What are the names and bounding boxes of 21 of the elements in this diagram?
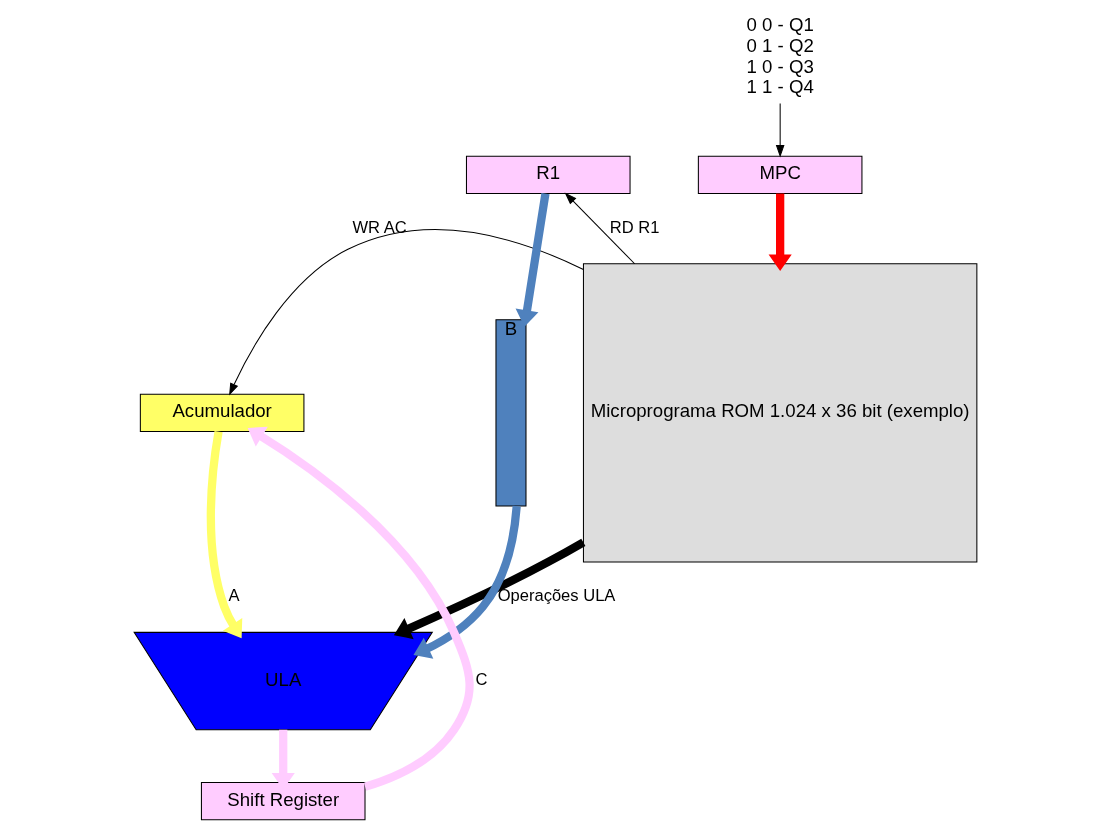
edge-label: WR AC <box>351 217 407 237</box>
arrow <box>564 192 635 265</box>
arrow <box>413 505 521 659</box>
node-box: Microprograma ROM 1.024 x 36 bit (exemplo) <box>582 263 977 563</box>
arrow <box>775 103 784 158</box>
node-box: B <box>494 319 526 507</box>
node-box: Acumulador <box>139 393 304 433</box>
arrow <box>515 192 550 327</box>
edge-label: C <box>475 669 487 689</box>
arrow <box>228 229 584 396</box>
arrow <box>393 538 585 640</box>
edge-label: A <box>228 586 240 606</box>
node-box: R1 <box>465 155 631 194</box>
arrow <box>768 193 792 271</box>
arrow <box>206 430 242 639</box>
node-text: 0 0 - Q1 0 1 - Q2 1 0 - Q3 1 1 - Q4 <box>746 14 814 98</box>
edge-label: RD R1 <box>609 217 660 237</box>
node-box: MPC <box>697 155 862 194</box>
arrow <box>247 426 474 791</box>
edge-label: Operações ULA <box>497 586 615 606</box>
node-box: Shift Register <box>200 781 366 821</box>
